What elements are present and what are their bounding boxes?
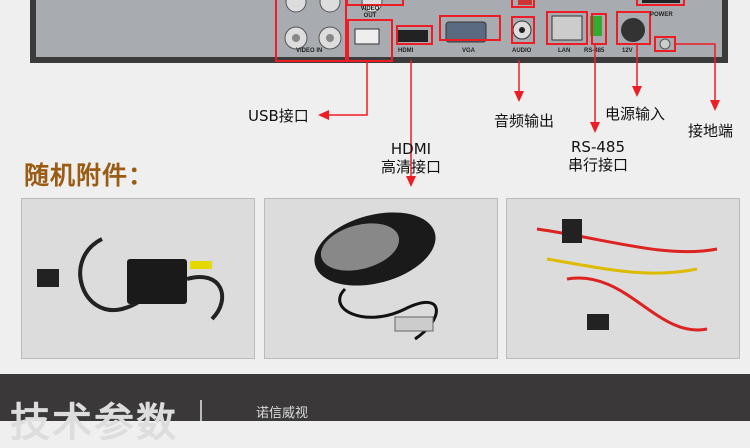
footer-title: 技术参数 xyxy=(10,400,178,446)
dvr-rear-panel: VIDEO IN HDMI VGA AUDIO LAN RS-485 12V P… xyxy=(30,0,728,187)
label-power: POWER xyxy=(650,12,673,18)
label-lan: LAN xyxy=(558,48,570,54)
label-12v: 12V xyxy=(622,48,633,54)
callout-hdmi-line2: 高清接口 xyxy=(380,158,441,176)
photo-power-adapter xyxy=(21,198,255,359)
callout-ground: 接地端 xyxy=(688,122,734,140)
label-video-in: VIDEO IN xyxy=(296,48,322,54)
footer-brand: 诺信威视 xyxy=(256,406,309,421)
label-vga: VGA xyxy=(462,48,476,54)
callout-audio: 音频输出 xyxy=(494,112,555,130)
footer-divider xyxy=(200,400,202,421)
callout-power: 电源输入 xyxy=(605,105,666,123)
callout-usb: USB接口 xyxy=(248,107,309,125)
label-video-out: VIDEO OUT xyxy=(360,6,380,19)
accessories-title: 随机附件： xyxy=(24,161,155,190)
callout-rs485-line2: 串行接口 xyxy=(567,156,628,174)
callout-hdmi-line1: HDMI xyxy=(390,140,432,158)
callout-rs485-line1: RS-485 xyxy=(571,138,625,156)
callout-arrows xyxy=(318,86,720,187)
photo-sata-cables xyxy=(506,198,740,359)
label-audio: AUDIO xyxy=(512,48,532,54)
photo-mouse xyxy=(264,198,498,359)
footer-banner: 技术参数 诺信威视 xyxy=(0,374,750,446)
label-hdmi: HDMI xyxy=(398,48,414,54)
